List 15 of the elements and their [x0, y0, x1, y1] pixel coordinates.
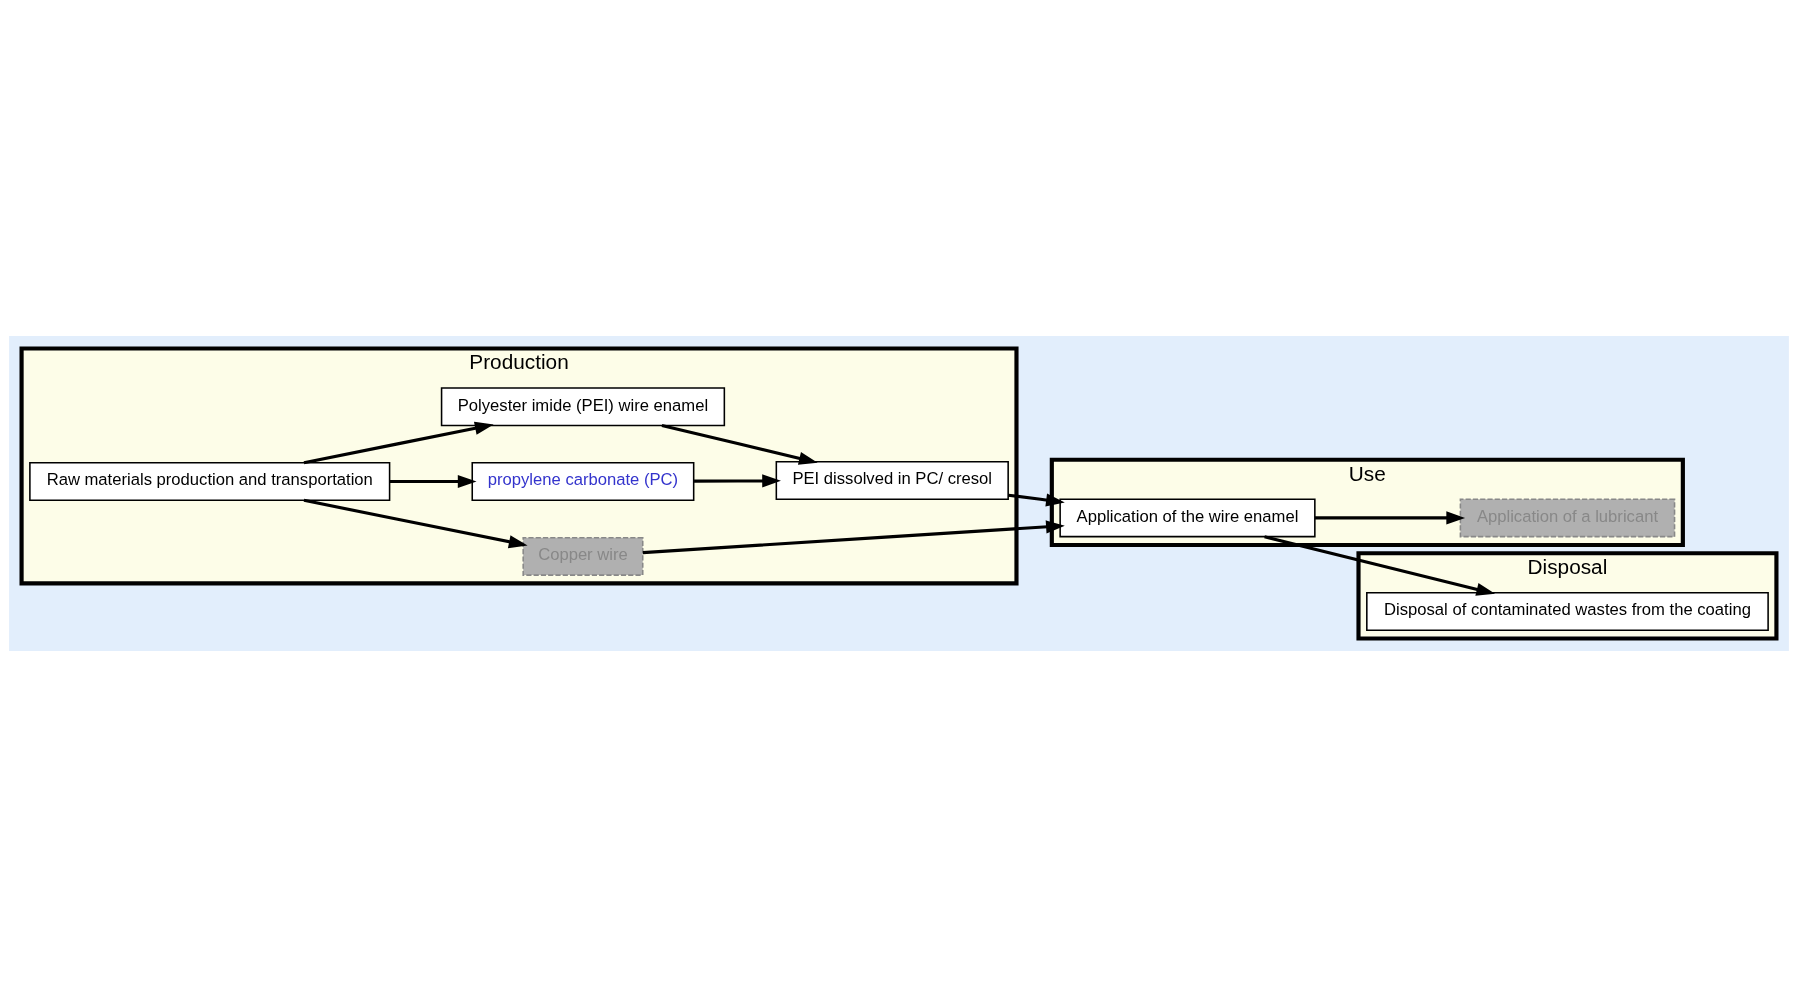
- node-box: Polyester imide (PEI) wire enamel: [440, 387, 726, 427]
- arrow: [661, 423, 818, 465]
- node-box: Disposal of contaminated wastes from the coating: [1366, 592, 1769, 631]
- arrow: [1314, 511, 1466, 525]
- arrow: [303, 498, 528, 549]
- arrow: [642, 520, 1065, 555]
- arrow: [389, 475, 477, 489]
- node-box: propylene carbonate (PC): [471, 462, 695, 502]
- node-box: Application of the wire enamel: [1059, 498, 1316, 538]
- node-box: Raw materials production and transportation: [29, 462, 391, 502]
- arrow: [1008, 493, 1065, 507]
- arrow: [694, 474, 781, 488]
- arrow: [1264, 535, 1496, 596]
- node-box: PEI dissolved in PC/ cresol: [775, 461, 1009, 500]
- arrow: [303, 421, 494, 465]
